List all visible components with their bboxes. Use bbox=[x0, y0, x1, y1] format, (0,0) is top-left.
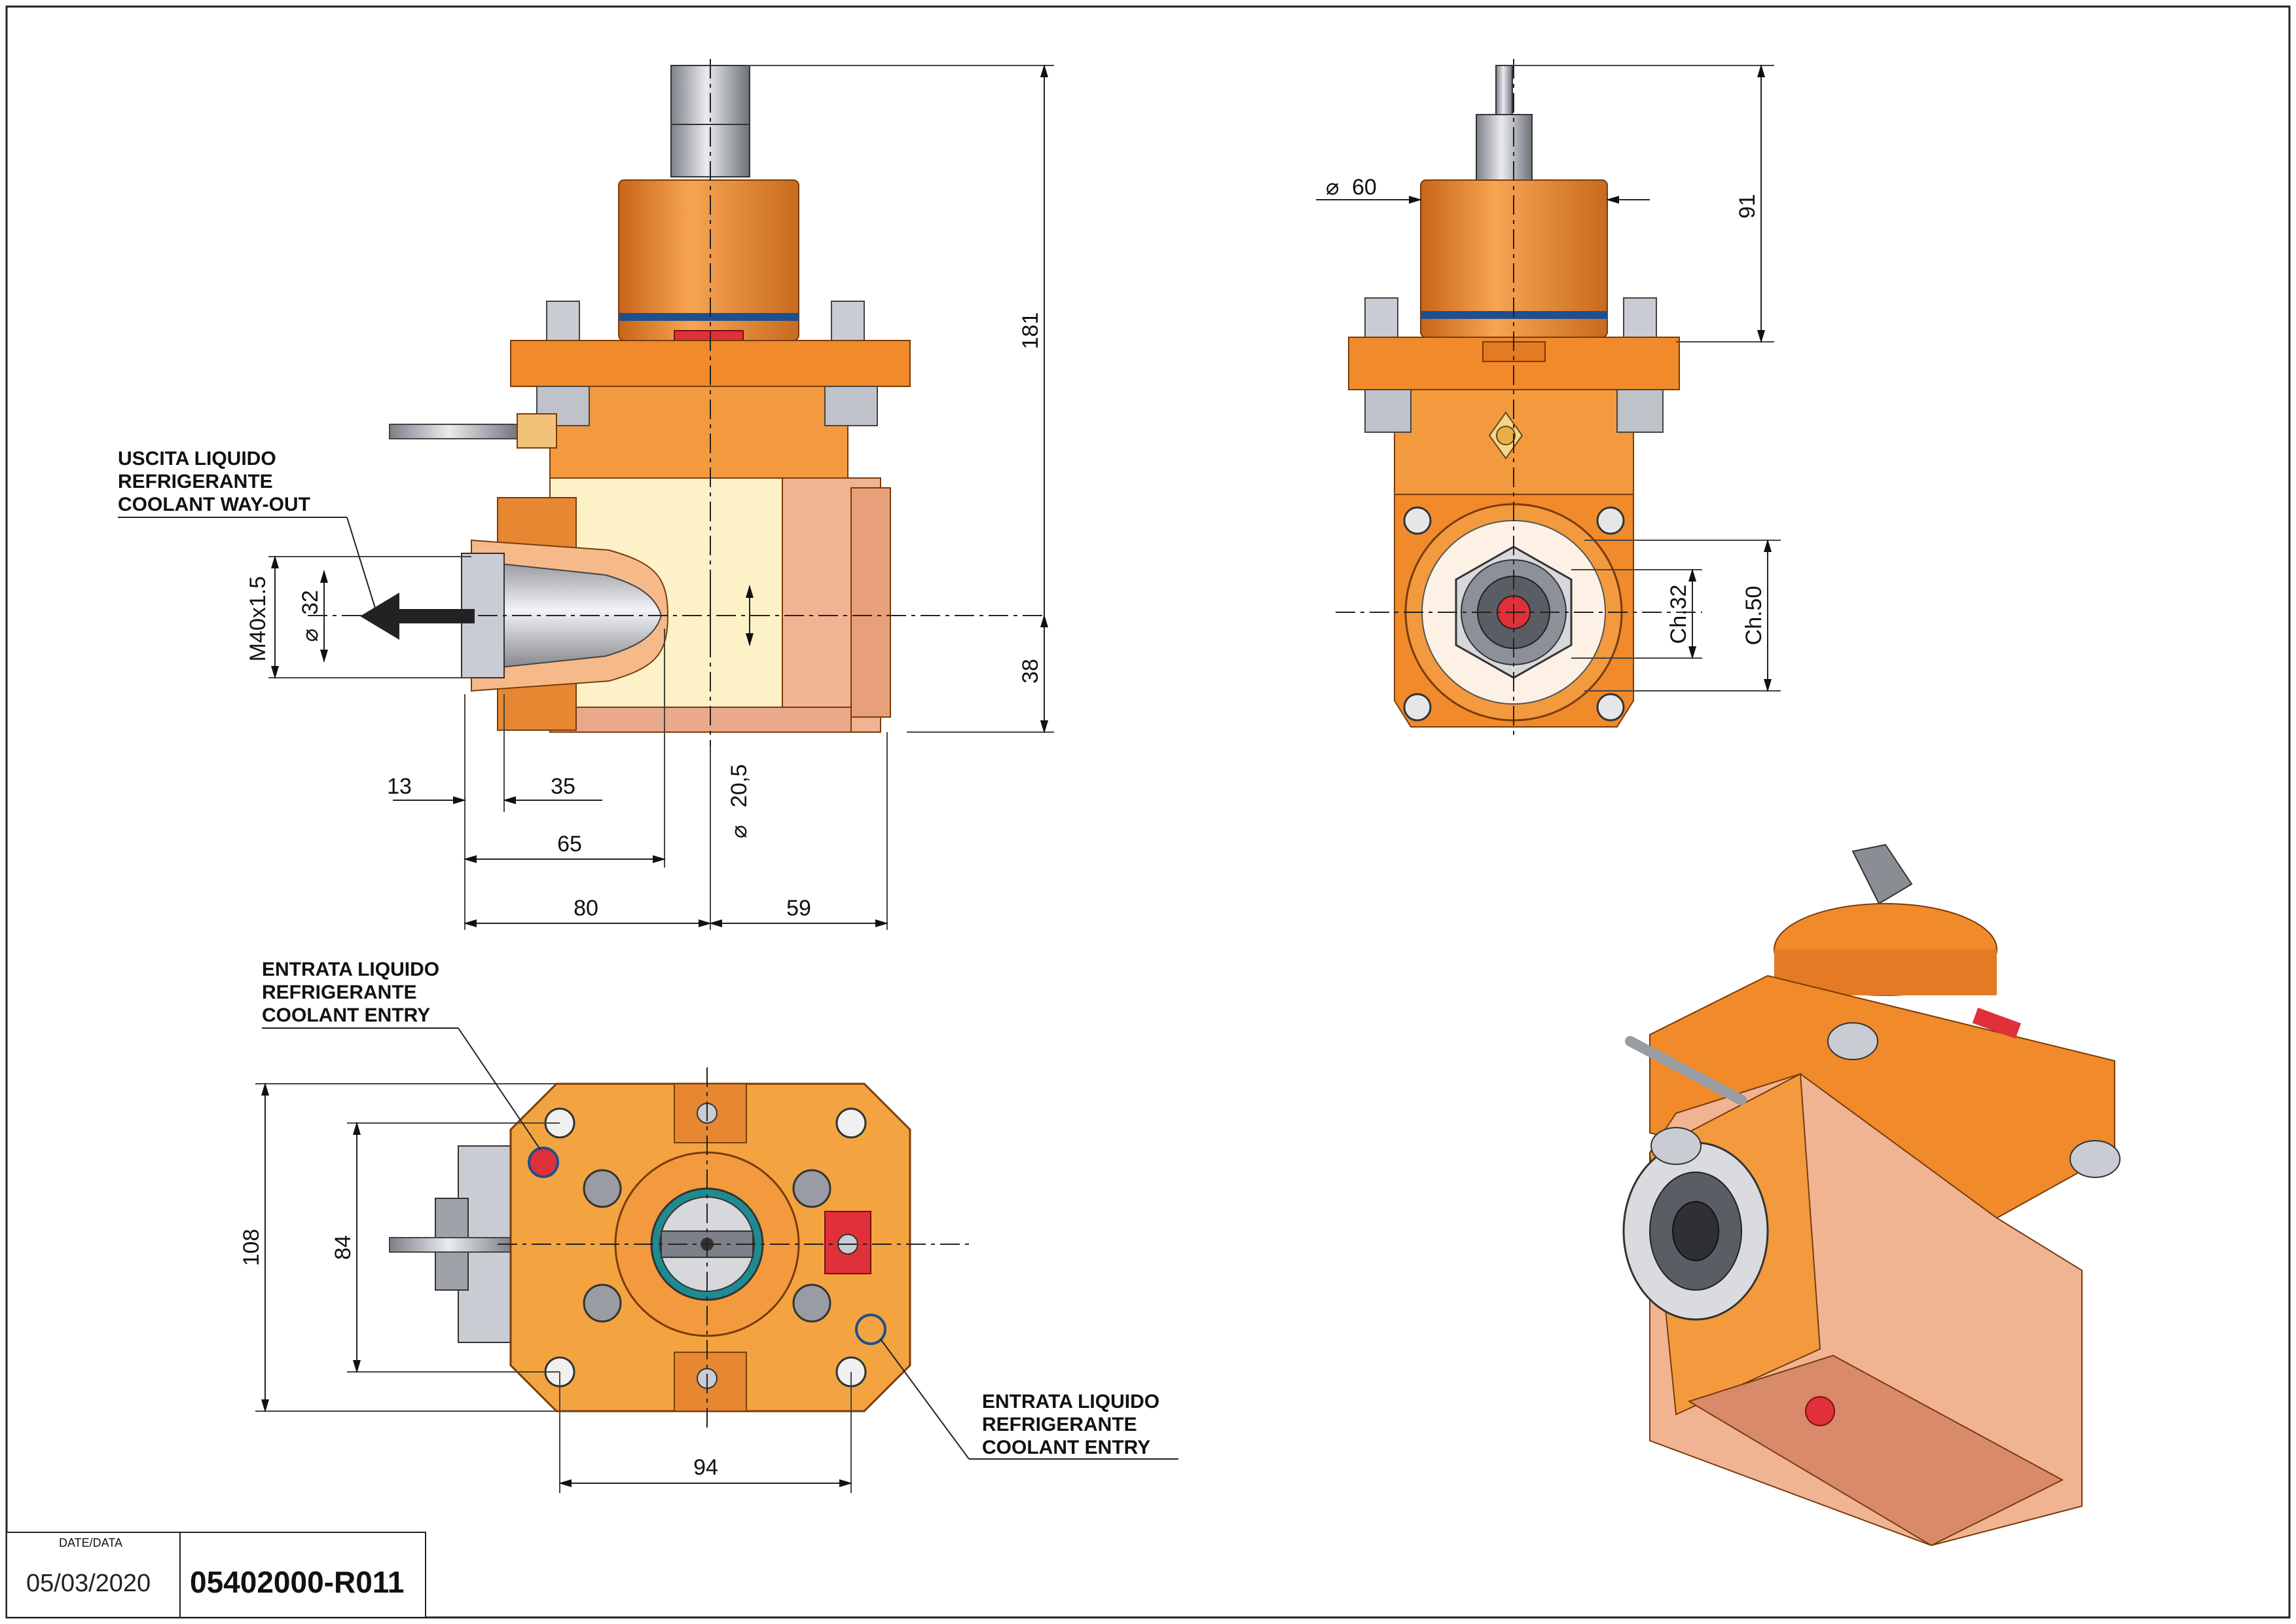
dim-dia-20-5: 20,5 bbox=[727, 764, 752, 807]
title-block: DATE/DATA 05/03/2020 05402000-R011 bbox=[6, 1532, 426, 1618]
dim-ch50: Ch.50 bbox=[1741, 586, 1766, 646]
dim-bore: 32 bbox=[298, 590, 323, 615]
dim-ch32: Ch.32 bbox=[1666, 585, 1691, 644]
bottom-view: 108 84 94 ENTRATA LIQUIDO REFRIGERANTE C… bbox=[239, 959, 1178, 1493]
front-view: 181 38 M40x1.5 ⌀ 32 USCITA LIQUIDO REFRI… bbox=[118, 59, 1054, 930]
dim-84: 84 bbox=[331, 1235, 355, 1260]
drawing-code: 05402000-R011 bbox=[190, 1565, 404, 1599]
dim-94: 94 bbox=[693, 1455, 718, 1480]
dim-65: 65 bbox=[557, 832, 582, 857]
note-coolant-entry-right-2: REFRIGERANTE bbox=[982, 1414, 1137, 1435]
dim-dia-20-5-symbol: ⌀ bbox=[727, 825, 752, 838]
date-label: DATE/DATA bbox=[59, 1536, 122, 1549]
dim-108: 108 bbox=[239, 1229, 264, 1266]
dim-35: 35 bbox=[551, 774, 575, 799]
sheet-border bbox=[5, 5, 2291, 1619]
side-view: ⌀ 60 91 Ch.32 Ch.50 bbox=[1316, 59, 1781, 740]
dim-dia-60-symbol: ⌀ bbox=[1326, 175, 1339, 200]
note-coolant-entry-left-2: REFRIGERANTE bbox=[262, 982, 417, 1003]
note-coolant-way-out-2: REFRIGERANTE bbox=[118, 471, 273, 492]
dim-181: 181 bbox=[1018, 312, 1043, 350]
dim-59: 59 bbox=[786, 896, 811, 921]
dim-80: 80 bbox=[574, 896, 598, 921]
dim-91: 91 bbox=[1735, 194, 1760, 219]
note-coolant-entry-right-1: ENTRATA LIQUIDO bbox=[982, 1391, 1159, 1412]
note-coolant-entry-left-1: ENTRATA LIQUIDO bbox=[262, 959, 439, 980]
isometric-view bbox=[1622, 843, 2121, 1547]
note-coolant-entry-left-3: COOLANT ENTRY bbox=[262, 1005, 430, 1026]
dim-thread: M40x1.5 bbox=[246, 576, 270, 661]
dim-38: 38 bbox=[1018, 659, 1043, 684]
note-coolant-way-out-3: COOLANT WAY-OUT bbox=[118, 494, 310, 515]
dim-dia-60: 60 bbox=[1352, 175, 1377, 200]
note-coolant-way-out-1: USCITA LIQUIDO bbox=[118, 448, 276, 470]
dim-bore-symbol: ⌀ bbox=[298, 629, 323, 642]
drawing-date: 05/03/2020 bbox=[26, 1570, 151, 1597]
dim-13: 13 bbox=[387, 774, 412, 799]
note-coolant-entry-right-3: COOLANT ENTRY bbox=[982, 1437, 1150, 1458]
